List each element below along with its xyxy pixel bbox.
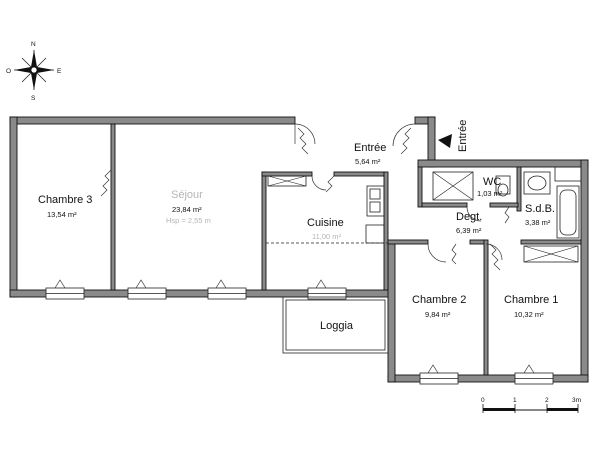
bathroom-fittings bbox=[432, 166, 582, 263]
room-name-loggia: Loggia bbox=[320, 320, 354, 332]
windows bbox=[45, 279, 554, 385]
room-name-wc: WC bbox=[483, 176, 501, 188]
room-area-sdb: 3,38 m² bbox=[525, 218, 551, 227]
room-name-chambre2: Chambre 2 bbox=[412, 294, 466, 306]
room-name-sejour: Séjour bbox=[171, 189, 203, 201]
scale-tick-0: 0 bbox=[481, 397, 485, 404]
room-name-chambre1: Chambre 1 bbox=[504, 294, 558, 306]
entry-doors bbox=[294, 123, 416, 193]
compass-e: E bbox=[57, 68, 62, 75]
room-area-sejour: 23,84 m² bbox=[172, 205, 202, 214]
compass-n: N bbox=[31, 41, 36, 48]
room-area-degt: 6,39 m² bbox=[456, 226, 482, 235]
scale-bar: 0 1 2 3m bbox=[481, 397, 581, 413]
room-area-entree: 5,64 m² bbox=[355, 157, 381, 166]
room-name-degt: Degt. bbox=[456, 211, 482, 223]
room-area-wc: 1,03 m² bbox=[477, 189, 503, 198]
scale-tick-1: 1 bbox=[513, 397, 517, 404]
entry-arrow: Entrée bbox=[438, 120, 469, 152]
entry-arrow-label: Entrée bbox=[457, 120, 469, 152]
scale-tick-3: 3m bbox=[572, 397, 581, 404]
compass-o: O bbox=[6, 68, 11, 75]
compass-rose: N S E O bbox=[6, 41, 62, 102]
exterior-walls bbox=[9, 116, 589, 383]
room-height-sejour: Hsp = 2,55 m bbox=[166, 216, 211, 225]
room-area-chambre1: 10,32 m² bbox=[514, 310, 544, 319]
room-area-cuisine: 11,00 m² bbox=[312, 232, 342, 241]
interior-walls bbox=[110, 123, 582, 376]
room-name-chambre3: Chambre 3 bbox=[38, 194, 92, 206]
compass-s: S bbox=[31, 95, 36, 102]
loggia-outline bbox=[282, 296, 389, 354]
room-name-sdb: S.d.B. bbox=[525, 203, 555, 215]
interior-doors bbox=[100, 169, 510, 271]
scale-tick-2: 2 bbox=[545, 397, 549, 404]
kitchen-fittings bbox=[267, 175, 385, 244]
room-name-cuisine: Cuisine bbox=[307, 217, 344, 229]
room-name-entree: Entrée bbox=[354, 142, 386, 154]
room-area-chambre2: 9,84 m² bbox=[425, 310, 451, 319]
room-area-chambre3: 13,54 m² bbox=[47, 210, 77, 219]
